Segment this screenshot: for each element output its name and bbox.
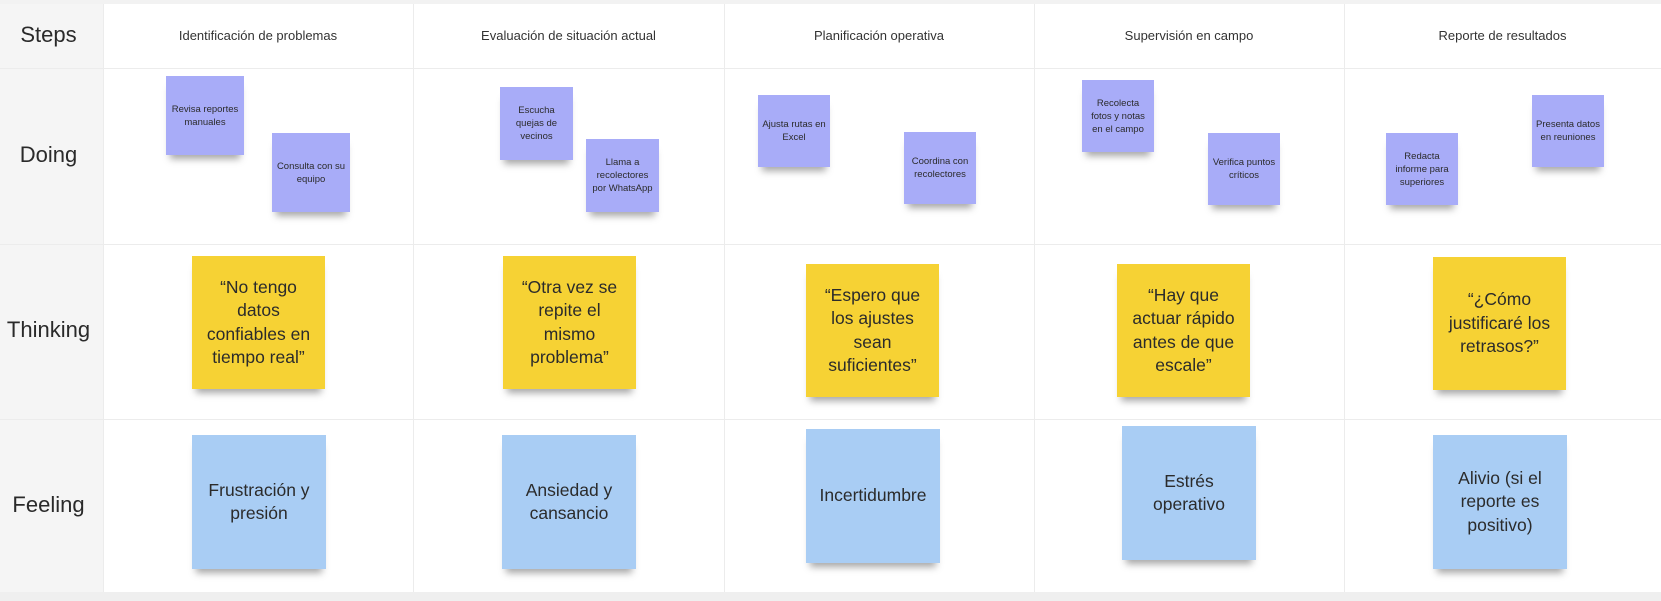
grid-divider <box>0 419 1661 420</box>
column-header: Identificación de problemas <box>178 28 338 43</box>
sticky-note-feeling[interactable]: Ansiedad y cansancio <box>502 435 636 569</box>
sticky-note-thinking[interactable]: “¿Cómo justificaré los retrasos?” <box>1433 257 1566 390</box>
grid-divider <box>724 4 725 592</box>
journey-map-board: Steps Doing Thinking Feeling Identificac… <box>0 4 1661 592</box>
column-header: Supervisión en campo <box>1124 28 1254 43</box>
row-label-doing: Doing <box>19 142 78 167</box>
sticky-note-thinking[interactable]: “Hay que actuar rápido antes de que esca… <box>1117 264 1250 397</box>
grid-divider <box>0 244 1661 245</box>
sticky-note-doing[interactable]: Revisa reportes manuales <box>166 76 244 155</box>
sticky-note-doing[interactable]: Consulta con su equipo <box>272 133 350 212</box>
column-header: Evaluación de situación actual <box>481 28 656 43</box>
sticky-note-feeling[interactable]: Frustración y presión <box>192 435 326 569</box>
sticky-note-feeling[interactable]: Incertidumbre <box>806 429 940 563</box>
sticky-note-feeling[interactable]: Alivio (si el reporte es positivo) <box>1433 435 1567 569</box>
canvas-bottom-edge <box>0 592 1661 601</box>
sticky-note-feeling[interactable]: Estrés operativo <box>1122 426 1256 560</box>
grid-divider <box>413 4 414 592</box>
grid-divider <box>1344 4 1345 592</box>
grid-divider <box>0 68 1661 69</box>
grid-divider <box>103 4 104 592</box>
column-header: Planificación operativa <box>813 28 945 43</box>
sticky-note-doing[interactable]: Verifica puntos críticos <box>1208 133 1280 205</box>
sticky-note-doing[interactable]: Redacta informe para superiores <box>1386 133 1458 205</box>
column-header: Reporte de resultados <box>1438 28 1567 43</box>
sticky-note-doing[interactable]: Coordina con recolectores <box>904 132 976 204</box>
row-label-column <box>0 4 103 592</box>
sticky-note-doing[interactable]: Presenta datos en reuniones <box>1532 95 1604 167</box>
grid-divider <box>1034 4 1035 592</box>
sticky-note-thinking[interactable]: “No tengo datos confiables en tiempo rea… <box>192 256 325 389</box>
sticky-note-thinking[interactable]: “Espero que los ajustes sean suficientes… <box>806 264 939 397</box>
sticky-note-doing[interactable]: Llama a recolectores por WhatsApp <box>586 139 659 212</box>
sticky-note-doing[interactable]: Ajusta rutas en Excel <box>758 95 830 167</box>
sticky-note-thinking[interactable]: “Otra vez se repite el mismo problema” <box>503 256 636 389</box>
row-label-steps: Steps <box>20 22 77 47</box>
sticky-note-doing[interactable]: Escucha quejas de vecinos <box>500 87 573 160</box>
row-label-feeling: Feeling <box>12 492 85 517</box>
row-label-thinking: Thinking <box>6 317 91 342</box>
sticky-note-doing[interactable]: Recolecta fotos y notas en el campo <box>1082 80 1154 152</box>
